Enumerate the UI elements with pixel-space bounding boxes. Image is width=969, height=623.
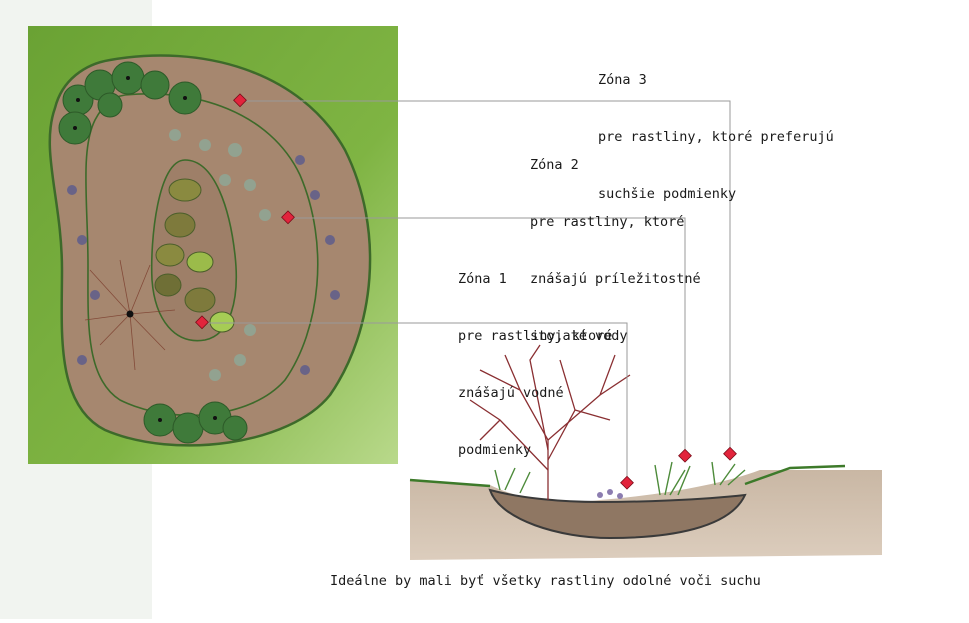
caption: Ideálne by mali byť všetky rastliny odol… (330, 573, 761, 589)
zone-1-plants (154, 178, 235, 333)
marker-zone-3-plan (233, 93, 247, 108)
leader-zone-2 (288, 217, 686, 454)
zone-1-line-3: podmienky (458, 442, 532, 458)
leader-zone-3 (240, 100, 731, 452)
zone-2-line-2: znášajú príležitostné (530, 271, 701, 287)
zone-markers (195, 93, 737, 490)
leader-zone-1 (202, 322, 628, 481)
tree-trunk (126, 310, 134, 318)
zone-1-title: Zóna 1 (458, 271, 507, 287)
marker-zone-1-plan (195, 315, 209, 330)
tree-branches (84, 259, 176, 371)
zone-2-title: Zóna 2 (530, 157, 579, 173)
section-flowers (597, 489, 623, 499)
section-plants (494, 461, 746, 496)
shrub-centers (73, 76, 217, 422)
zone-2-line-1: pre rastliny, ktoré (530, 214, 685, 230)
shrub-section (469, 344, 631, 500)
grass-line (409, 464, 846, 488)
zone-3-label: Zóna 3 pre rastliny, ktoré preferujú suc… (598, 33, 834, 242)
zone-1-line-1: pre rastliny, ktoré (458, 328, 613, 344)
zone-3-plants (67, 155, 340, 375)
section-view (409, 344, 882, 560)
zone-3-title: Zóna 3 (598, 72, 647, 88)
plan-view (28, 26, 398, 464)
leader-lines (202, 100, 731, 481)
zone-3-line-2: suchšie podmienky (598, 186, 737, 202)
zone-1-line-2: znášajú vodné (458, 385, 564, 401)
zone-2-plants (169, 129, 271, 381)
marker-zone-3-section (723, 446, 737, 461)
zone-3-line-1: pre rastliny, ktoré preferujú (598, 129, 834, 145)
marker-zone-1-section (620, 475, 634, 490)
basin (488, 488, 747, 540)
zone-2-line-3: stojaté vody (530, 328, 628, 344)
zone-1-label: Zóna 1 pre rastliny, ktoré znášajú vodné… (458, 232, 612, 498)
marker-zone-2-plan (281, 210, 295, 225)
zone-2-label: Zóna 2 pre rastliny, ktoré znášajú príle… (530, 118, 701, 384)
marker-zone-2-section (678, 448, 692, 463)
